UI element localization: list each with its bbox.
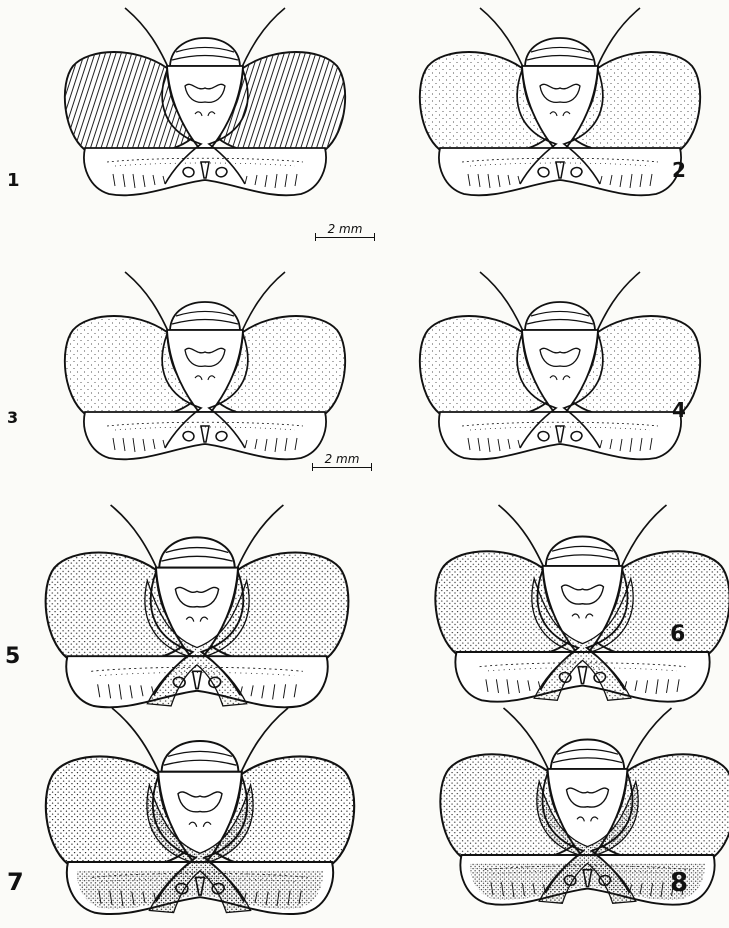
figure-number-4: 4	[672, 400, 686, 420]
scale-bar: 2 mm	[312, 452, 372, 468]
stippled-plate	[77, 871, 323, 909]
specimen-figure-4	[420, 272, 700, 459]
specimen-figure-7	[46, 708, 354, 914]
figure-number-6: 6	[670, 624, 685, 646]
figure-number-2: 2	[672, 160, 686, 180]
scale-bar-label: 2 mm	[312, 452, 372, 466]
figure-number-7: 7	[7, 870, 24, 894]
specimen-figure-1	[65, 8, 345, 195]
scale-bar-line	[312, 467, 372, 468]
scale-bar: 2 mm	[315, 222, 375, 238]
specimen-figure-5	[46, 505, 349, 707]
figure-number-5: 5	[5, 646, 20, 668]
scale-bar-label: 2 mm	[315, 222, 375, 236]
scale-bar-line	[315, 237, 375, 238]
figure-number-8: 8	[670, 870, 688, 896]
specimen-figure-6	[435, 505, 729, 702]
specimen-figure-2	[420, 8, 700, 195]
specimen-figure-3	[65, 272, 345, 459]
figure-number-3: 3	[7, 410, 18, 426]
figure-number-1: 1	[7, 172, 20, 190]
